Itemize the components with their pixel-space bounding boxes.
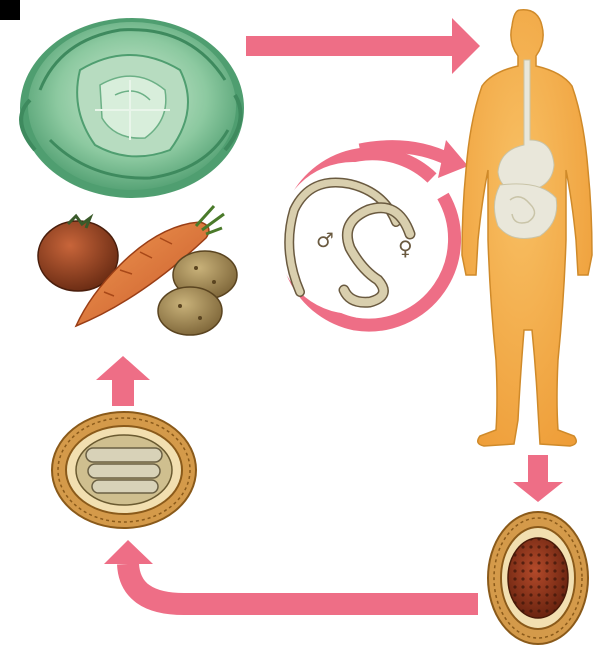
arrow-human-to-egg [513,455,563,502]
arrow-egg-to-larval-egg [104,540,478,604]
arrow-larval-egg-to-food [96,356,150,406]
female-symbol: ♀ [398,236,413,260]
fertilized-egg [488,512,588,644]
corner-mark [0,0,20,20]
adult-worms: ♂ ♀ [277,162,429,314]
egg-with-larva [52,412,196,528]
arrow-food-to-human [246,18,480,74]
larva [86,448,162,462]
human-body [462,10,592,446]
male-symbol: ♂ [316,228,334,252]
cabbage [20,18,244,198]
